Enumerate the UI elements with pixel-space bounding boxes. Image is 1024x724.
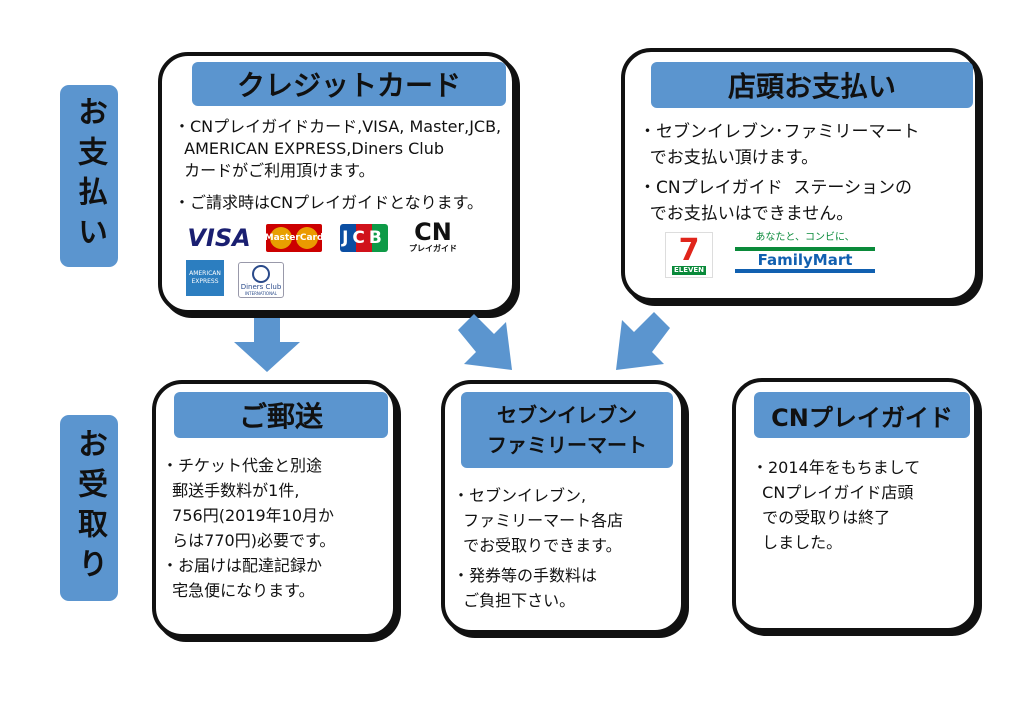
- conv-line-3: でお受取りできます。: [453, 536, 622, 555]
- cn-line-2: CNプレイガイド店頭: [752, 483, 914, 502]
- credit-line-2: AMERICAN EXPRESS,Diners Club: [174, 139, 445, 158]
- cn-playguide-logo: CN プレイガイド: [409, 218, 457, 253]
- arrow-credit-to-mail: [234, 318, 300, 372]
- mastercard-logo: MasterCard: [266, 224, 322, 252]
- convenience-store-box: セブンイレブン ファミリーマート ・セブンイレブン, ファミリーマート各店 でお…: [441, 380, 685, 634]
- cn-line-3: での受取りは終了: [752, 508, 891, 527]
- credit-card-title: クレジットカード: [192, 62, 506, 106]
- credit-line-4: ・ご請求時はCNプレイガイドとなります。: [174, 193, 484, 212]
- credit-line-1: ・CNプレイガイドカード,VISA, Master,JCB,: [174, 117, 502, 136]
- cn-line-1: ・2014年をもちまして: [752, 458, 921, 477]
- convenience-title-line1: セブンイレブン: [497, 403, 637, 427]
- mail-line-6: 宅急便になります。: [162, 581, 315, 600]
- mail-delivery-title: ご郵送: [174, 392, 388, 438]
- store-line-2: でお支払い頂けます。: [639, 148, 819, 168]
- visa-logo: VISA: [187, 224, 251, 252]
- mail-line-1: ・チケット代金と別途: [162, 456, 323, 475]
- receive-side-label: お受取り: [60, 415, 118, 601]
- convenience-store-title: セブンイレブン ファミリーマート: [461, 392, 673, 468]
- mail-line-5: ・お届けは配達記録か: [162, 556, 323, 575]
- payment-side-label: お支払い: [60, 85, 118, 267]
- conv-line-1: ・セブンイレブン,: [453, 486, 587, 505]
- store-line-1: ・セブンイレブン･ファミリーマート: [639, 122, 920, 142]
- mail-delivery-box: ご郵送 ・チケット代金と別途 郵送手数料が1件, 756円(2019年10月か …: [152, 380, 397, 638]
- store-payment-title: 店頭お支払い: [651, 62, 973, 108]
- credit-card-box: クレジットカード ・CNプレイガイドカード,VISA, Master,JCB, …: [158, 52, 516, 314]
- convenience-title-line2: ファミリーマート: [487, 433, 647, 457]
- conv-line-4: ・発券等の手数料は: [453, 566, 598, 585]
- seven-eleven-logo: 7 ELEVEN: [665, 232, 713, 278]
- cn-playguide-title: CNプレイガイド: [754, 392, 970, 438]
- mail-line-3: 756円(2019年10月か: [162, 506, 335, 525]
- mail-line-2: 郵送手数料が1件,: [162, 481, 300, 500]
- arrow-store-to-convenience: [616, 312, 670, 370]
- amex-logo: AMERICAN EXPRESS: [186, 260, 224, 296]
- diners-club-logo: Diners Club INTERNATIONAL: [238, 262, 284, 298]
- conv-line-2: ファミリーマート各店: [453, 511, 624, 530]
- store-line-3: ・CNプレイガイド ステーションの: [639, 178, 913, 198]
- credit-line-3: カードがご利用頂けます。: [174, 161, 375, 180]
- store-line-4: でお支払いはできません。: [639, 204, 854, 224]
- jcb-logo: JCB: [340, 224, 388, 252]
- cn-playguide-box: CNプレイガイド ・2014年をもちまして CNプレイガイド店頭 での受取りは終…: [732, 378, 978, 632]
- arrow-credit-to-convenience: [458, 314, 512, 370]
- mail-line-4: らは770円)必要です。: [162, 531, 336, 550]
- cn-line-4: しました。: [752, 533, 843, 552]
- conv-line-5: ご負担下さい。: [453, 591, 576, 610]
- store-payment-box: 店頭お支払い ・セブンイレブン･ファミリーマート でお支払い頂けます。 ・CNプ…: [621, 48, 979, 302]
- familymart-logo: あなたと、コンビに、 FamilyMart: [735, 230, 875, 274]
